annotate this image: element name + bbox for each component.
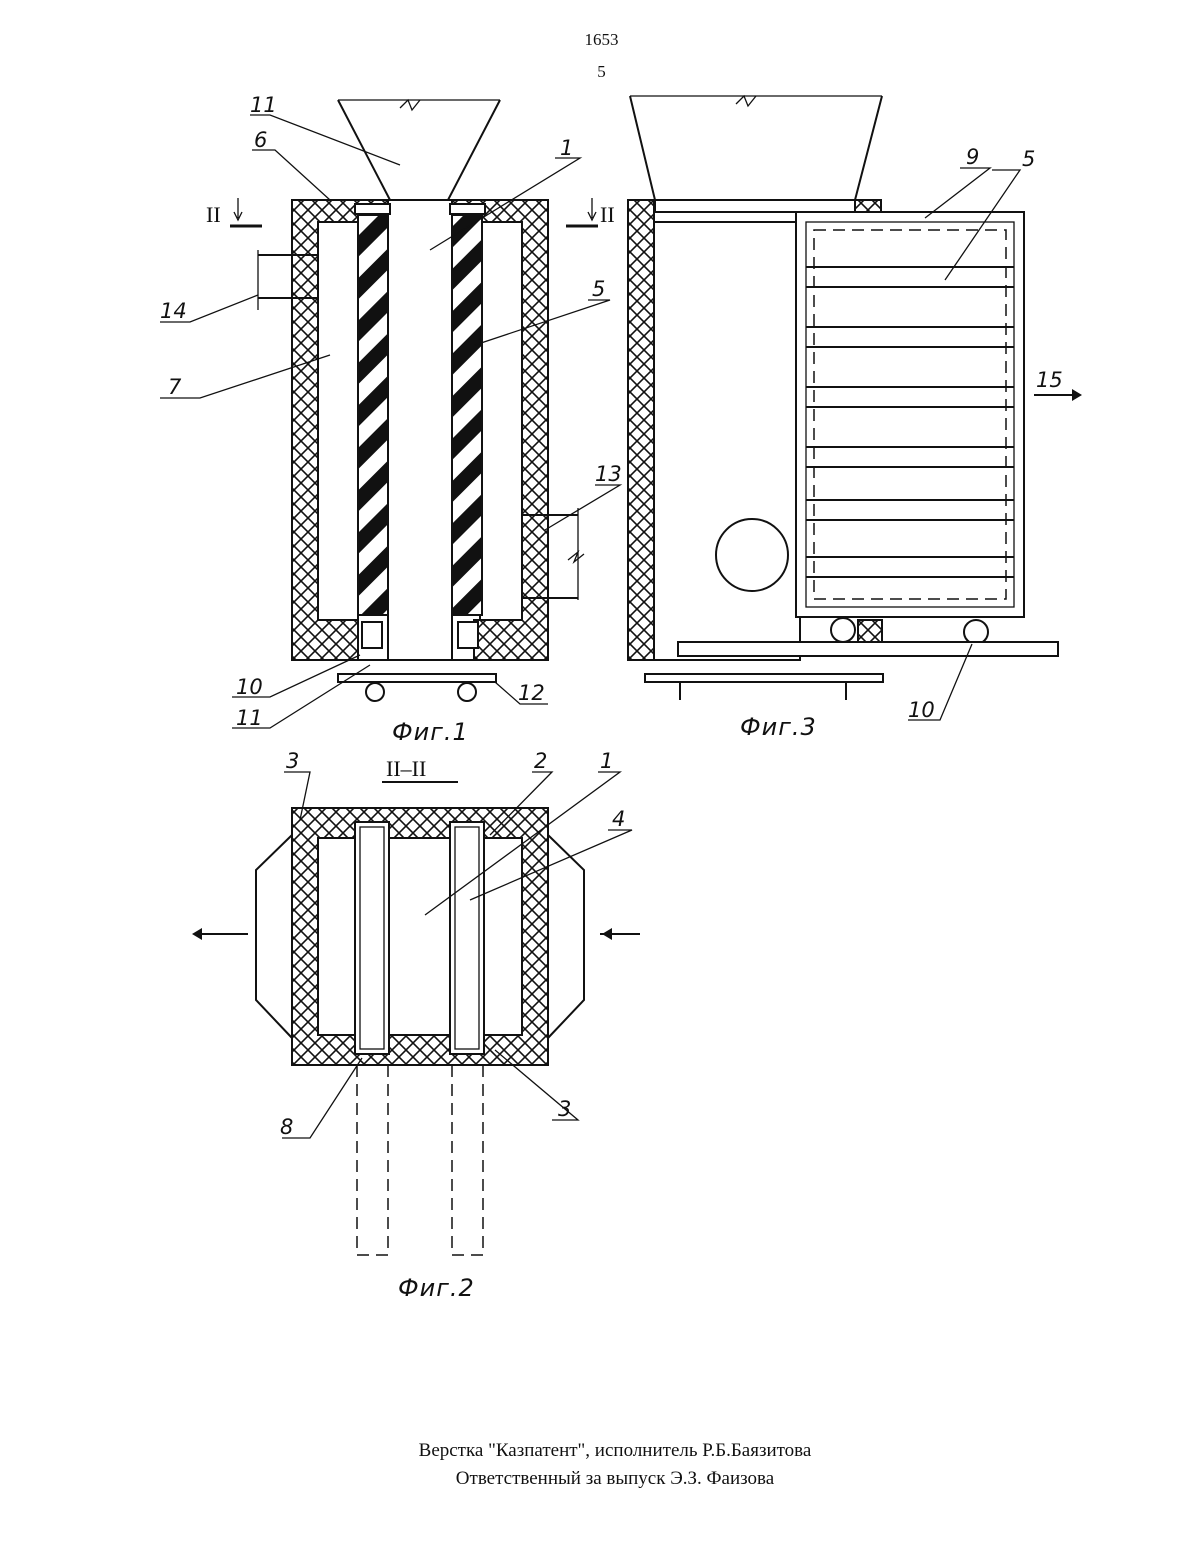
footer-line-2: Ответственный за выпуск Э.З. Фаизова xyxy=(0,1468,1203,1490)
fig3-label-10: 10 xyxy=(908,698,935,722)
fig3-caption: Фиг.3 xyxy=(740,713,817,741)
fig1-label-1: 1 xyxy=(560,136,573,160)
fig1-label-6: 6 xyxy=(254,128,267,152)
fig1-section-mark-right: II xyxy=(600,202,615,227)
fig2-label-1: 1 xyxy=(600,749,613,773)
fig1-section-mark-left: II xyxy=(206,202,221,227)
fig3-label-15: 15 xyxy=(1036,368,1063,392)
fig2-label-8: 8 xyxy=(280,1115,293,1139)
fig2-label-3-top: 3 xyxy=(286,749,299,773)
fig1-label-5: 5 xyxy=(592,277,605,301)
footer-line-1: Верстка "Казпатент", исполнитель Р.Б.Бая… xyxy=(0,1440,1203,1462)
fig3-label-9: 9 xyxy=(966,145,979,169)
figure-2: II–II 3 2 1 4 8 3 Фиг.2 xyxy=(192,749,640,1302)
fig1-caption: Фиг.1 xyxy=(392,718,469,746)
fig2-caption: Фиг.2 xyxy=(398,1274,475,1302)
fig1-label-12: 12 xyxy=(518,681,545,705)
fig2-label-4: 4 xyxy=(612,807,625,831)
fig2-label-2: 2 xyxy=(534,749,547,773)
fig1-label-11-top: 11 xyxy=(250,93,277,117)
fig1-label-7: 7 xyxy=(168,375,182,399)
fig2-section-title: II–II xyxy=(386,756,426,781)
fig1-label-13: 13 xyxy=(595,462,622,486)
figure-3: 9 5 15 10 Фиг.3 xyxy=(628,96,1082,741)
fig1-label-10: 10 xyxy=(236,675,263,699)
fig1-label-14: 14 xyxy=(160,299,187,323)
fig3-label-5: 5 xyxy=(1022,147,1035,171)
fig2-label-3-bottom: 3 xyxy=(558,1097,571,1121)
figure-1: 11 6 1 II II 14 7 5 13 10 11 12 Фиг.1 xyxy=(160,93,622,746)
fig1-label-11-bottom: 11 xyxy=(236,706,263,730)
